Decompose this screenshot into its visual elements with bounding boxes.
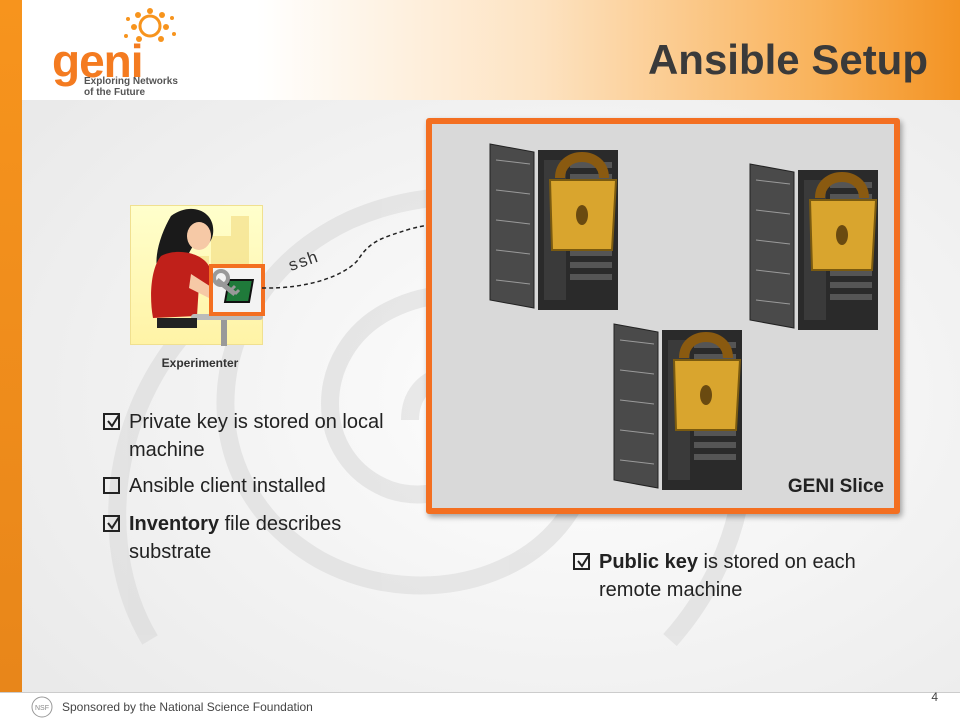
geni-logo: geni Exploring Networks of the Future [52,6,182,102]
left-bullet-list: Private key is stored on local machine A… [103,408,403,574]
logo-dots-icon [124,8,176,42]
laptop-key-icon [209,264,265,316]
bullet-public-key: Public key is stored on each remote mach… [573,548,873,604]
bullet-text: Private key is stored on local machine [129,411,384,461]
svg-text:NSF: NSF [35,705,49,712]
checkbox-checked-icon [573,553,590,570]
logo-tagline: Exploring Networks of the Future [84,76,178,98]
bullet-text: is stored on each remote machine [599,551,856,601]
geni-slice-box: GENI Slice [426,118,900,514]
server-rack-icon [613,323,742,490]
experimenter-illustration [130,205,265,346]
bullet-text: file describes substrate [129,513,342,563]
logo-wordmark: geni [52,35,144,87]
server-rack-icon [489,143,618,310]
bullet-inventory: Inventory file describes substrate [103,510,403,566]
slide-title: Ansible Setup [647,36,928,83]
bullet-ansible-client: Ansible client installed [103,472,403,500]
nsf-logo-icon: NSF [31,696,53,718]
geni-slice-label: GENI Slice [787,476,884,497]
sponsor-text: Sponsored by the National Science Founda… [62,700,313,714]
checkbox-checked-icon [103,515,120,532]
experimenter-label: Experimenter [161,356,239,370]
page-number: 4 [931,690,938,704]
checkbox-checked-icon [103,413,120,430]
right-bullet-list: Public key is stored on each remote mach… [573,548,873,612]
bullet-bold-text: Public key [599,551,698,573]
footer: NSF Sponsored by the National Science Fo… [0,690,960,720]
bullet-text: Ansible client installed [129,475,326,497]
bullet-bold-text: Inventory [129,513,220,535]
server-rack-icon [749,163,878,330]
bullet-private-key: Private key is stored on local machine [103,408,403,464]
checkbox-unchecked-icon [103,477,120,494]
left-accent-bar [0,0,22,692]
header-band [22,0,960,100]
